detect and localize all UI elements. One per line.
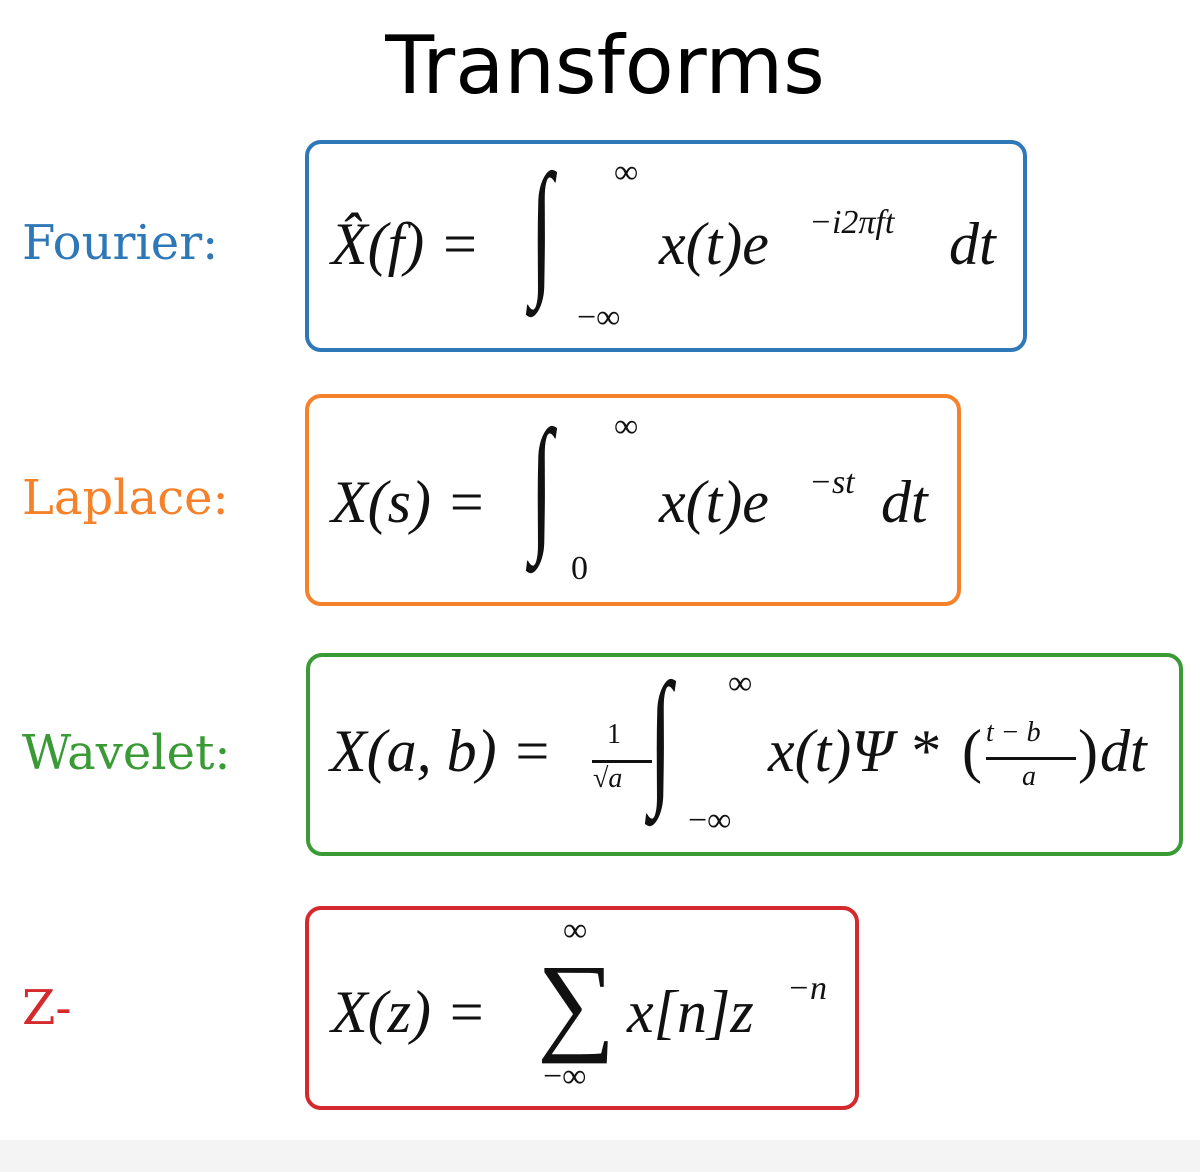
upper-limit: ∞	[614, 408, 639, 445]
z-formula-box: X(z) = ∑ ∞ −∞ x[n]z −n	[305, 906, 859, 1110]
integrand: x(t)e	[659, 211, 769, 277]
upper-limit: ∞	[563, 912, 588, 949]
laplace-lhs: X(s) =	[331, 469, 487, 535]
open-paren: (	[962, 718, 982, 784]
frac-denominator: a	[1022, 761, 1036, 792]
integrand: x(t)e	[659, 469, 769, 535]
integrand: x(t)Ψ *	[768, 718, 939, 784]
close-paren: )	[1078, 718, 1098, 784]
upper-limit: ∞	[614, 154, 639, 191]
summation-sign: ∑	[537, 942, 616, 1064]
fraction-bar	[986, 757, 1076, 760]
laplace-formula-box: X(s) = ∫ ∞ 0 x(t)e −st dt	[305, 394, 961, 606]
fourier-lhs: X̂(f) =	[331, 211, 480, 277]
lower-limit: −∞	[688, 802, 732, 839]
differential: dt	[881, 469, 928, 535]
integral-sign: ∫	[530, 144, 553, 310]
fourier-formula-box: X̂(f) = ∫ ∞ −∞ x(t)e −i2πft dt	[305, 140, 1027, 352]
differential: dt	[1100, 718, 1147, 784]
wavelet-label: Wavelet:	[22, 725, 231, 781]
lower-limit: 0	[571, 550, 588, 587]
page-title: Transforms	[385, 19, 825, 112]
exponent: −n	[787, 970, 827, 1007]
coef-numerator: 1	[607, 719, 621, 750]
integral-sign: ∫	[530, 400, 553, 566]
z-label: Z-	[22, 980, 72, 1036]
wavelet-lhs: X(a, b) =	[330, 718, 553, 784]
coef-denominator: √a	[593, 763, 623, 794]
exponent: −i2πft	[809, 204, 895, 241]
summand: x[n]z	[627, 979, 754, 1045]
differential: dt	[949, 211, 996, 277]
integral-sign: ∫	[649, 653, 672, 819]
fraction-bar	[592, 760, 652, 763]
frac-numerator: t − b	[986, 717, 1041, 748]
wavelet-formula-box: X(a, b) = 1 √a ∫ ∞ −∞ x(t)Ψ * ( t − b a …	[306, 653, 1183, 856]
bottom-band	[0, 1140, 1200, 1172]
fourier-label: Fourier:	[22, 215, 219, 271]
z-lhs: X(z) =	[331, 979, 487, 1045]
laplace-label: Laplace:	[22, 470, 229, 526]
lower-limit: −∞	[577, 299, 621, 336]
lower-limit: −∞	[543, 1058, 587, 1095]
exponent: −st	[809, 464, 855, 501]
upper-limit: ∞	[728, 665, 753, 702]
